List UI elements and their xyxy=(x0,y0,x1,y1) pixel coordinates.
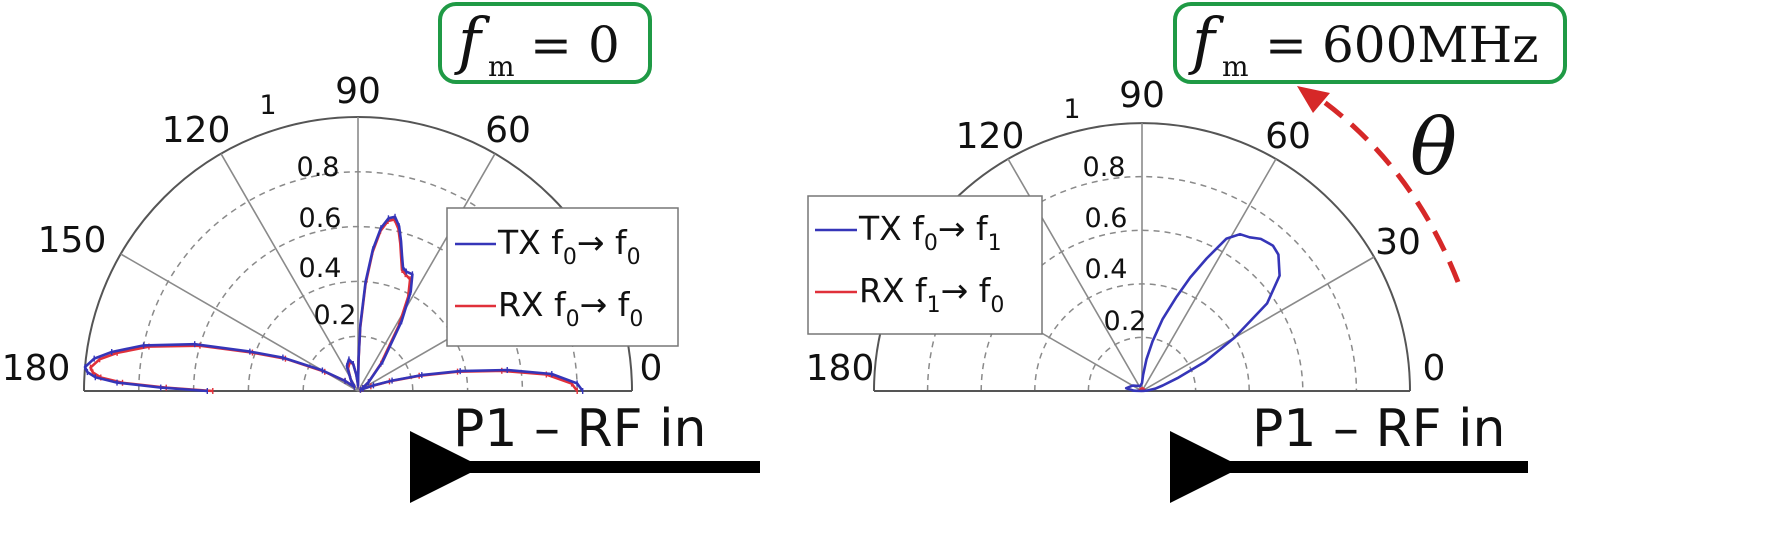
spoke-60 xyxy=(1141,158,1277,392)
angle-tick-label: 0 xyxy=(1423,348,1446,389)
radial-tick-labels: 0.2 0.4 0.6 0.8 1 xyxy=(259,90,356,331)
modulation-label: f m = 600MHz xyxy=(1173,2,1567,84)
spoke-120 xyxy=(220,153,359,392)
radial-tick-label: 0.6 xyxy=(1085,203,1128,234)
angle-tick-label: 150 xyxy=(38,220,107,261)
radial-tick-label: 1 xyxy=(1063,94,1080,125)
label-box xyxy=(1173,2,1567,84)
angle-tick-labels: 0 60 90 120 150 180 xyxy=(2,71,663,389)
angle-tick-label: 180 xyxy=(806,348,875,389)
legend-label: TX f0→ f0 xyxy=(497,223,641,270)
angle-tick-labels: 0 30 60 90 120 180 xyxy=(806,75,1446,389)
port-caption: P1 – RF in xyxy=(1252,399,1505,459)
theta-annotation: θ xyxy=(1410,103,1457,193)
angle-tick-label: 120 xyxy=(162,110,231,151)
theta-arrow xyxy=(1308,89,1461,283)
legend-label: RX f0→ f0 xyxy=(498,285,643,332)
label-box xyxy=(438,2,652,84)
label-value: 600MHz xyxy=(1322,16,1539,74)
legend-label: TX f0→ f1 xyxy=(858,209,1002,256)
series-line-tx xyxy=(1124,232,1281,393)
angle-tick-label: 60 xyxy=(485,110,531,151)
legend-box xyxy=(807,195,1043,335)
legend-text: RX f xyxy=(498,285,567,324)
legend-sub: 0 xyxy=(990,293,1004,318)
legend-sub: 0 xyxy=(924,231,938,256)
legend-sub: 0 xyxy=(566,307,580,332)
legend-arrow: → f xyxy=(941,271,992,310)
port-caption: P1 – RF in xyxy=(453,399,706,459)
legend-text: TX f xyxy=(497,223,564,262)
legend-arrow: → f xyxy=(938,209,989,248)
series-layer xyxy=(83,213,584,394)
series-layer xyxy=(1124,232,1281,393)
spoke-60 xyxy=(357,153,496,392)
spoke-30 xyxy=(1141,256,1375,392)
legend-sub: 0 xyxy=(629,307,643,332)
legend-sub: 0 xyxy=(563,245,577,270)
legend-arrow: → f xyxy=(577,223,628,262)
angle-tick-label: 180 xyxy=(2,348,71,389)
radial-tick-label: 0.8 xyxy=(1083,152,1126,183)
radial-tick-label: 1 xyxy=(259,90,276,121)
radial-tick-label: 0.4 xyxy=(299,253,342,284)
label-relation: = xyxy=(1265,16,1307,74)
label-value: 0 xyxy=(588,16,620,74)
modulation-label: f m = 0 xyxy=(438,2,652,84)
angle-tick-label: 120 xyxy=(956,116,1025,157)
angle-tick-label: 90 xyxy=(335,71,381,112)
radial-tick-label: 0.6 xyxy=(299,203,342,234)
legend-text: RX f xyxy=(859,271,928,310)
theta-arrowhead xyxy=(1297,86,1330,113)
radial-tick-labels: 0.2 0.4 0.6 0.81 xyxy=(1063,94,1146,337)
label-subscript: m xyxy=(1222,50,1249,83)
angle-tick-label: 30 xyxy=(1375,222,1421,263)
legend-sub: 1 xyxy=(988,231,1002,256)
radial-tick-label: 0.4 xyxy=(1085,254,1128,285)
label-subscript: m xyxy=(488,50,515,83)
label-relation: = xyxy=(530,16,572,74)
legend-text: TX f xyxy=(858,209,925,248)
angle-tick-label: 90 xyxy=(1119,75,1165,116)
radial-tick-label: 0.2 xyxy=(314,300,357,331)
legend-sub: 1 xyxy=(927,293,941,318)
legend-box xyxy=(446,207,679,347)
legend-sub: 0 xyxy=(627,245,641,270)
angle-tick-label: 60 xyxy=(1265,116,1311,157)
angle-tick-label: 0 xyxy=(640,348,663,389)
grid-ring xyxy=(1087,336,1197,392)
radial-tick-label: 0.2 xyxy=(1104,306,1147,337)
legend-arrow: → f xyxy=(580,285,631,324)
legend-label: RX f1→ f0 xyxy=(859,271,1004,318)
radial-tick-label: 0.8 xyxy=(297,152,340,183)
